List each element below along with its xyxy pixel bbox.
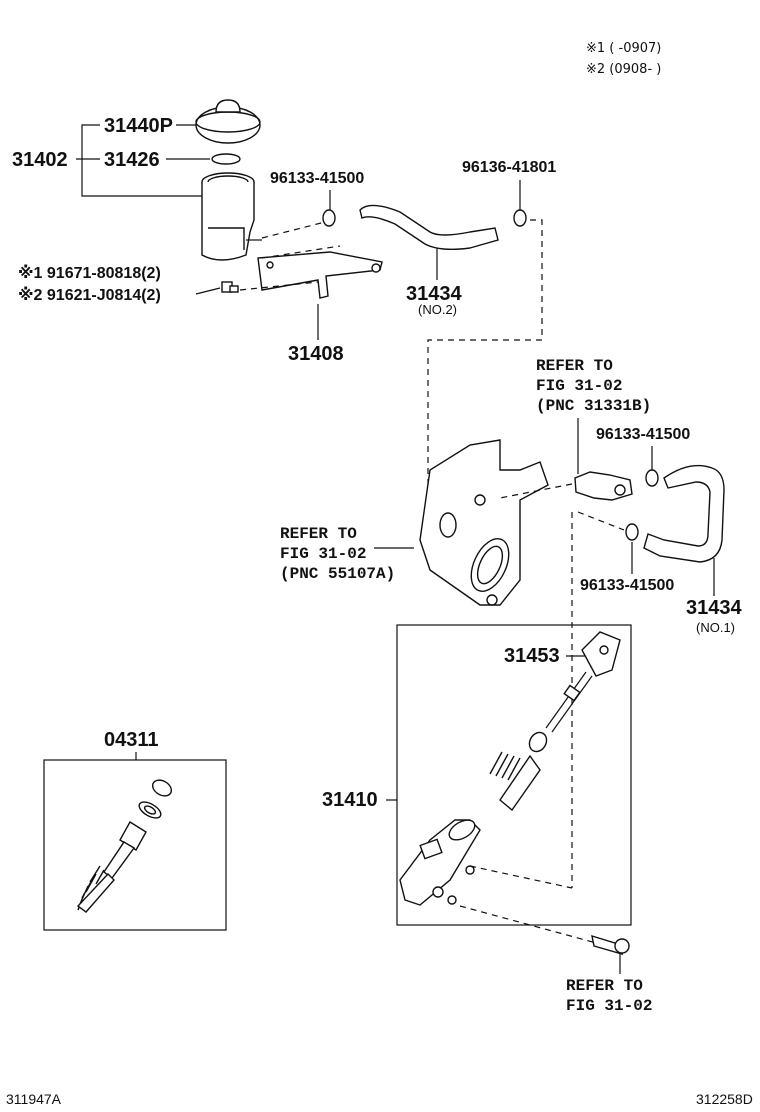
bottom-bolt [591,934,630,956]
hose-no2 [359,204,499,251]
label-ref-31331B-1: REFER TO [536,357,613,375]
label-96136: 96136-41801 [462,159,556,176]
label-96133-mid: 96133-41500 [596,426,690,443]
pedal-bracket [419,439,549,606]
label-96133-top: 96133-41500 [270,170,364,187]
legend-note-1: ※1 ( -0907) [586,41,661,56]
label-04311: 04311 [104,729,159,751]
label-31426: 31426 [104,149,160,171]
kit-snap-ring [151,779,173,797]
hose-clip-low [625,523,639,541]
label-ref-31331B-2: FIG 31-02 [536,377,622,395]
hose-clip-top-left [322,209,336,227]
label-31434-no2-sub: (NO.2) [418,302,457,317]
label-ref-55107A-3: (PNC 55107A) [280,565,395,583]
label-31434-no1: 31434 [686,597,742,619]
hose-clip-top-right [513,209,527,227]
master-cylinder-body [399,819,481,906]
label-31440P: 31440P [104,115,173,137]
label-ref-55107A-1: REFER TO [280,525,357,543]
footer-right-code: 312258D [696,1091,753,1107]
label-31434-no2: 31434 [406,283,462,305]
bolt-icon [221,281,239,293]
label-31434-no1-sub: (NO.1) [696,620,735,635]
repair-kit-box [43,759,227,931]
kit-washer [138,801,162,819]
push-rod-clevis [581,631,621,677]
union-fitting [574,471,633,501]
snap-ring [528,731,548,753]
label-31402: 31402 [12,149,68,171]
reservoir-cap [195,99,261,144]
kit-piston [76,821,147,913]
label-91671: ※1 91671-80818(2) [18,264,161,282]
label-ref-bottom-1: REFER TO [566,977,643,995]
label-31410: 31410 [322,789,378,811]
hose-no1 [643,464,725,563]
label-31453: 31453 [504,645,560,667]
label-31408: 31408 [288,343,344,365]
footer-left-code: 311947A [6,1091,62,1107]
label-96133-low: 96133-41500 [580,577,674,594]
boot-spring [489,751,541,812]
label-ref-55107A-2: FIG 31-02 [280,545,366,563]
reservoir-bracket [239,245,383,299]
master-cylinder-box [396,624,632,926]
hose-clip-mid [645,469,659,487]
label-91621: ※2 91621-J0814(2) [18,286,161,304]
label-ref-31331B-3: (PNC 31331B) [536,397,651,415]
reservoir-body [201,172,262,261]
push-rod [545,671,593,733]
label-ref-bottom-2: FIG 31-02 [566,997,652,1015]
reservoir-diaphragm [211,153,241,165]
legend-note-2: ※2 (0908- ) [586,62,661,77]
